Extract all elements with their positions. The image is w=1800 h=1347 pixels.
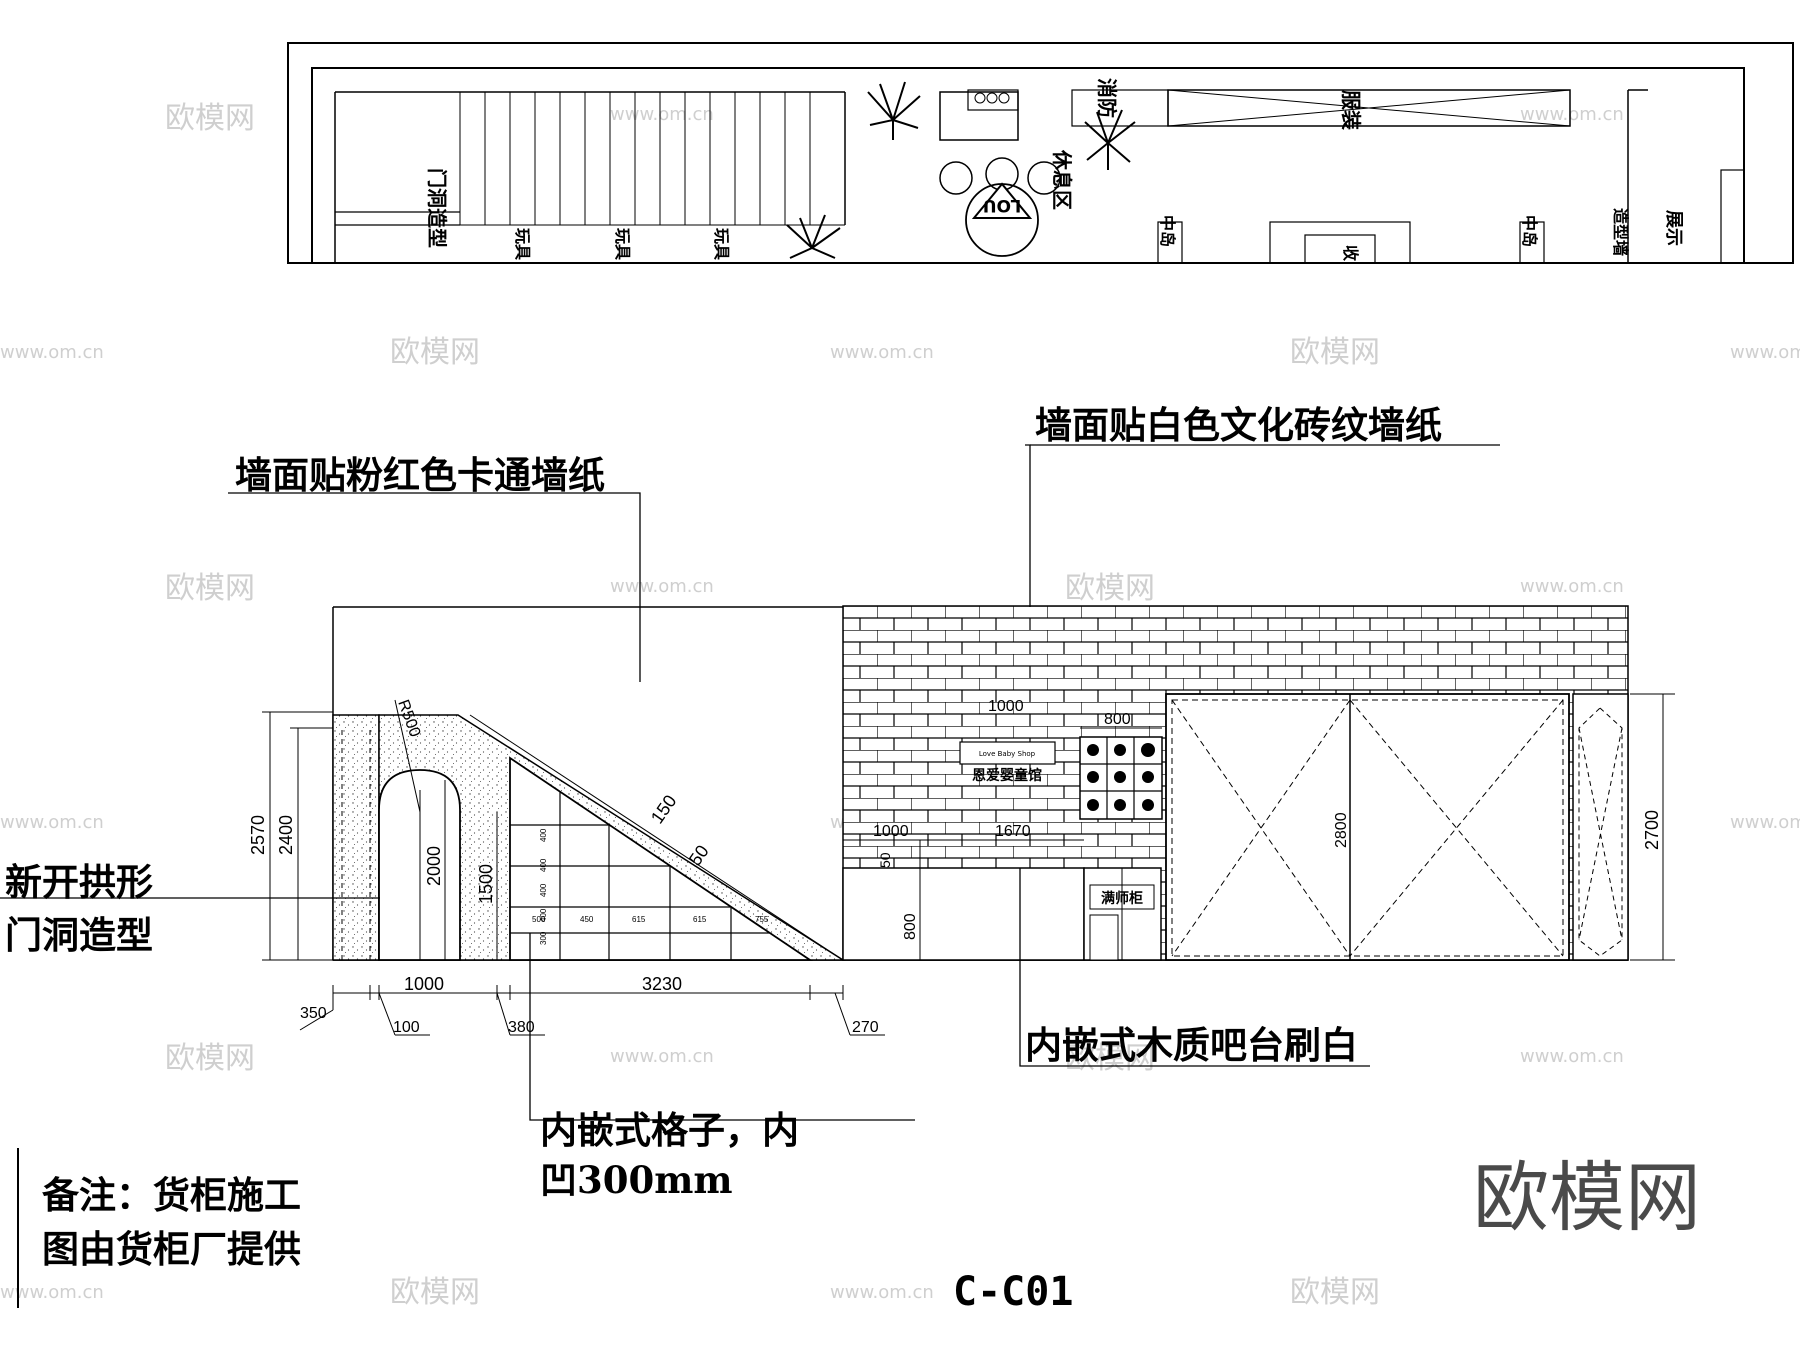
plan-cashier-label: 收 xyxy=(1341,245,1360,261)
glass-storefront xyxy=(1165,693,1570,961)
staircase-shelf xyxy=(509,756,813,961)
watermark-url: www.om.cn xyxy=(610,576,714,597)
callout-white-brick: 墙面贴白色文化砖纹墙纸 xyxy=(1035,403,1442,447)
leader-brick xyxy=(1025,444,1031,607)
dim-270: 270 xyxy=(852,1019,879,1036)
watermark-url: www.om.cn xyxy=(1520,576,1624,597)
dim-800a: 800 xyxy=(1104,711,1131,728)
plan-toys-label: 玩具 xyxy=(613,228,632,260)
plan-logo-text: LOU xyxy=(983,195,1021,215)
plan-rest-area-label: 休息区 xyxy=(1050,149,1074,210)
palm-icon xyxy=(867,81,921,140)
note-line1: 备注：货柜施工 xyxy=(42,1173,301,1217)
display-panel xyxy=(1572,693,1629,961)
dim-2700: 2700 xyxy=(1642,810,1662,850)
grid-col-dim: 615 xyxy=(693,915,707,924)
dim-2800: 2800 xyxy=(1333,812,1350,848)
grid-row-dim: 400 xyxy=(539,828,548,842)
elevation: R500 500 450 615 615 755 400 400 400 400… xyxy=(0,444,1675,1121)
watermark-logo: 欧模网 xyxy=(1473,1153,1701,1242)
dim-800b: 800 xyxy=(902,913,919,940)
plan-clothing-label: 服装 xyxy=(1339,90,1363,130)
grid-col-dim: 755 xyxy=(755,915,769,924)
leader-pink-wallpaper xyxy=(228,492,641,682)
watermark-brand: 欧模网 xyxy=(390,335,480,370)
watermark-brand: 欧模网 xyxy=(1065,1041,1155,1076)
dim-150: 150 xyxy=(647,791,681,827)
callout-bar-counter: 内嵌式木质吧台刷白 xyxy=(1025,1023,1358,1067)
dim-350: 350 xyxy=(300,1005,327,1022)
watermark-brand: 欧模网 xyxy=(1290,335,1380,370)
drawing-number: C-C01 xyxy=(953,1269,1073,1315)
plan-island-label: 中岛 xyxy=(1520,215,1539,247)
watermark-url: www.om.cn xyxy=(1520,1046,1624,1067)
watermark-url: www.om.cn xyxy=(830,342,934,363)
dim-2570: 2570 xyxy=(248,815,268,855)
dim-1670: 1670 xyxy=(995,823,1031,840)
logo-sign xyxy=(959,741,1056,765)
watermark-url: www.om.cn xyxy=(0,812,104,833)
dim-3230: 3230 xyxy=(642,974,682,994)
dim-100: 100 xyxy=(393,1019,420,1036)
callout-pink-wallpaper: 墙面贴粉红色卡通墙纸 xyxy=(235,453,605,497)
dim-1000a: 1000 xyxy=(404,974,444,994)
grid-col-dim: 615 xyxy=(632,915,646,924)
watermark-brand: 欧模网 xyxy=(165,571,255,606)
grid-row-dim: 400 xyxy=(539,883,548,897)
plan-display-label: 展示 xyxy=(1663,210,1684,246)
logo-sign-text: Love Baby Shop xyxy=(979,750,1036,758)
watermark-brand: 欧模网 xyxy=(1065,571,1155,606)
grid-col-dim: 500 xyxy=(532,915,546,924)
dim-1000c: 1000 xyxy=(873,823,909,840)
watermark-url: www.om.cn xyxy=(610,104,714,125)
dim-380: 380 xyxy=(508,1019,535,1036)
dim-50b: 50 xyxy=(877,852,893,868)
grid-row-dim: 400 xyxy=(539,908,548,922)
grid-row-dim: 300 xyxy=(539,931,548,945)
callout-arch-door-2: 门洞造型 xyxy=(5,913,153,957)
watermarks: 欧模网 www.om.cn www.om.cn www.om.cn 欧模网 ww… xyxy=(0,101,1800,1310)
leader-grid xyxy=(529,933,915,1121)
watermark-url: www.om.cn xyxy=(1730,342,1800,363)
floor-plan: 门洞造型 玩具 玩具 玩具 LOU 休息区 消防 服装 xyxy=(287,42,1794,264)
dim-2400: 2400 xyxy=(276,815,296,855)
palm-icon xyxy=(1084,109,1136,170)
bar-counter xyxy=(842,867,1085,961)
dim-1500: 1500 xyxy=(476,864,496,904)
watermark-url: www.om.cn xyxy=(830,1282,934,1303)
watermark-brand: 欧模网 xyxy=(165,1041,255,1076)
plan-fire-label: 消防 xyxy=(1095,78,1119,118)
plan-shelf-lines xyxy=(459,92,845,226)
watermark-brand: 欧模网 xyxy=(165,101,255,136)
watermark-url: www.om.cn xyxy=(1730,812,1800,833)
callout-grid-1: 内嵌式格子，内 xyxy=(540,1108,799,1152)
dim-1000b: 1000 xyxy=(988,698,1024,715)
grid-row-dim: 400 xyxy=(539,858,548,872)
plan-door-opening-label: 门洞造型 xyxy=(425,168,449,248)
plan-feature-wall-label: 造型墙 xyxy=(1611,208,1630,256)
callout-grid-2: 凹300mm xyxy=(540,1158,733,1202)
note-line2: 图由货柜厂提供 xyxy=(42,1227,301,1271)
plan-toys-label: 玩具 xyxy=(712,228,731,260)
leader-bar-counter xyxy=(1019,868,1370,1067)
watermark-brand: 欧模网 xyxy=(390,1275,480,1310)
plan-toys-label: 玩具 xyxy=(513,228,532,260)
watermark-url: www.om.cn xyxy=(0,342,104,363)
palm-icon xyxy=(786,214,841,259)
plan-island-label: 中岛 xyxy=(1158,215,1177,247)
grid-col-dim: 450 xyxy=(580,915,594,924)
grid-dims: 500 450 615 615 755 400 400 400 400 300 xyxy=(532,828,769,945)
dim-2000: 2000 xyxy=(424,846,444,886)
logo-sign-cn: 恩爱婴童馆 xyxy=(972,767,1042,784)
callout-arch-door-1: 新开拱形 xyxy=(5,860,153,904)
watermark-url: www.om.cn xyxy=(610,1046,714,1067)
watermark-url: www.om.cn xyxy=(1520,104,1624,125)
watermark-brand: 欧模网 xyxy=(1290,1275,1380,1310)
watermark-url: www.om.cn xyxy=(0,1282,104,1303)
